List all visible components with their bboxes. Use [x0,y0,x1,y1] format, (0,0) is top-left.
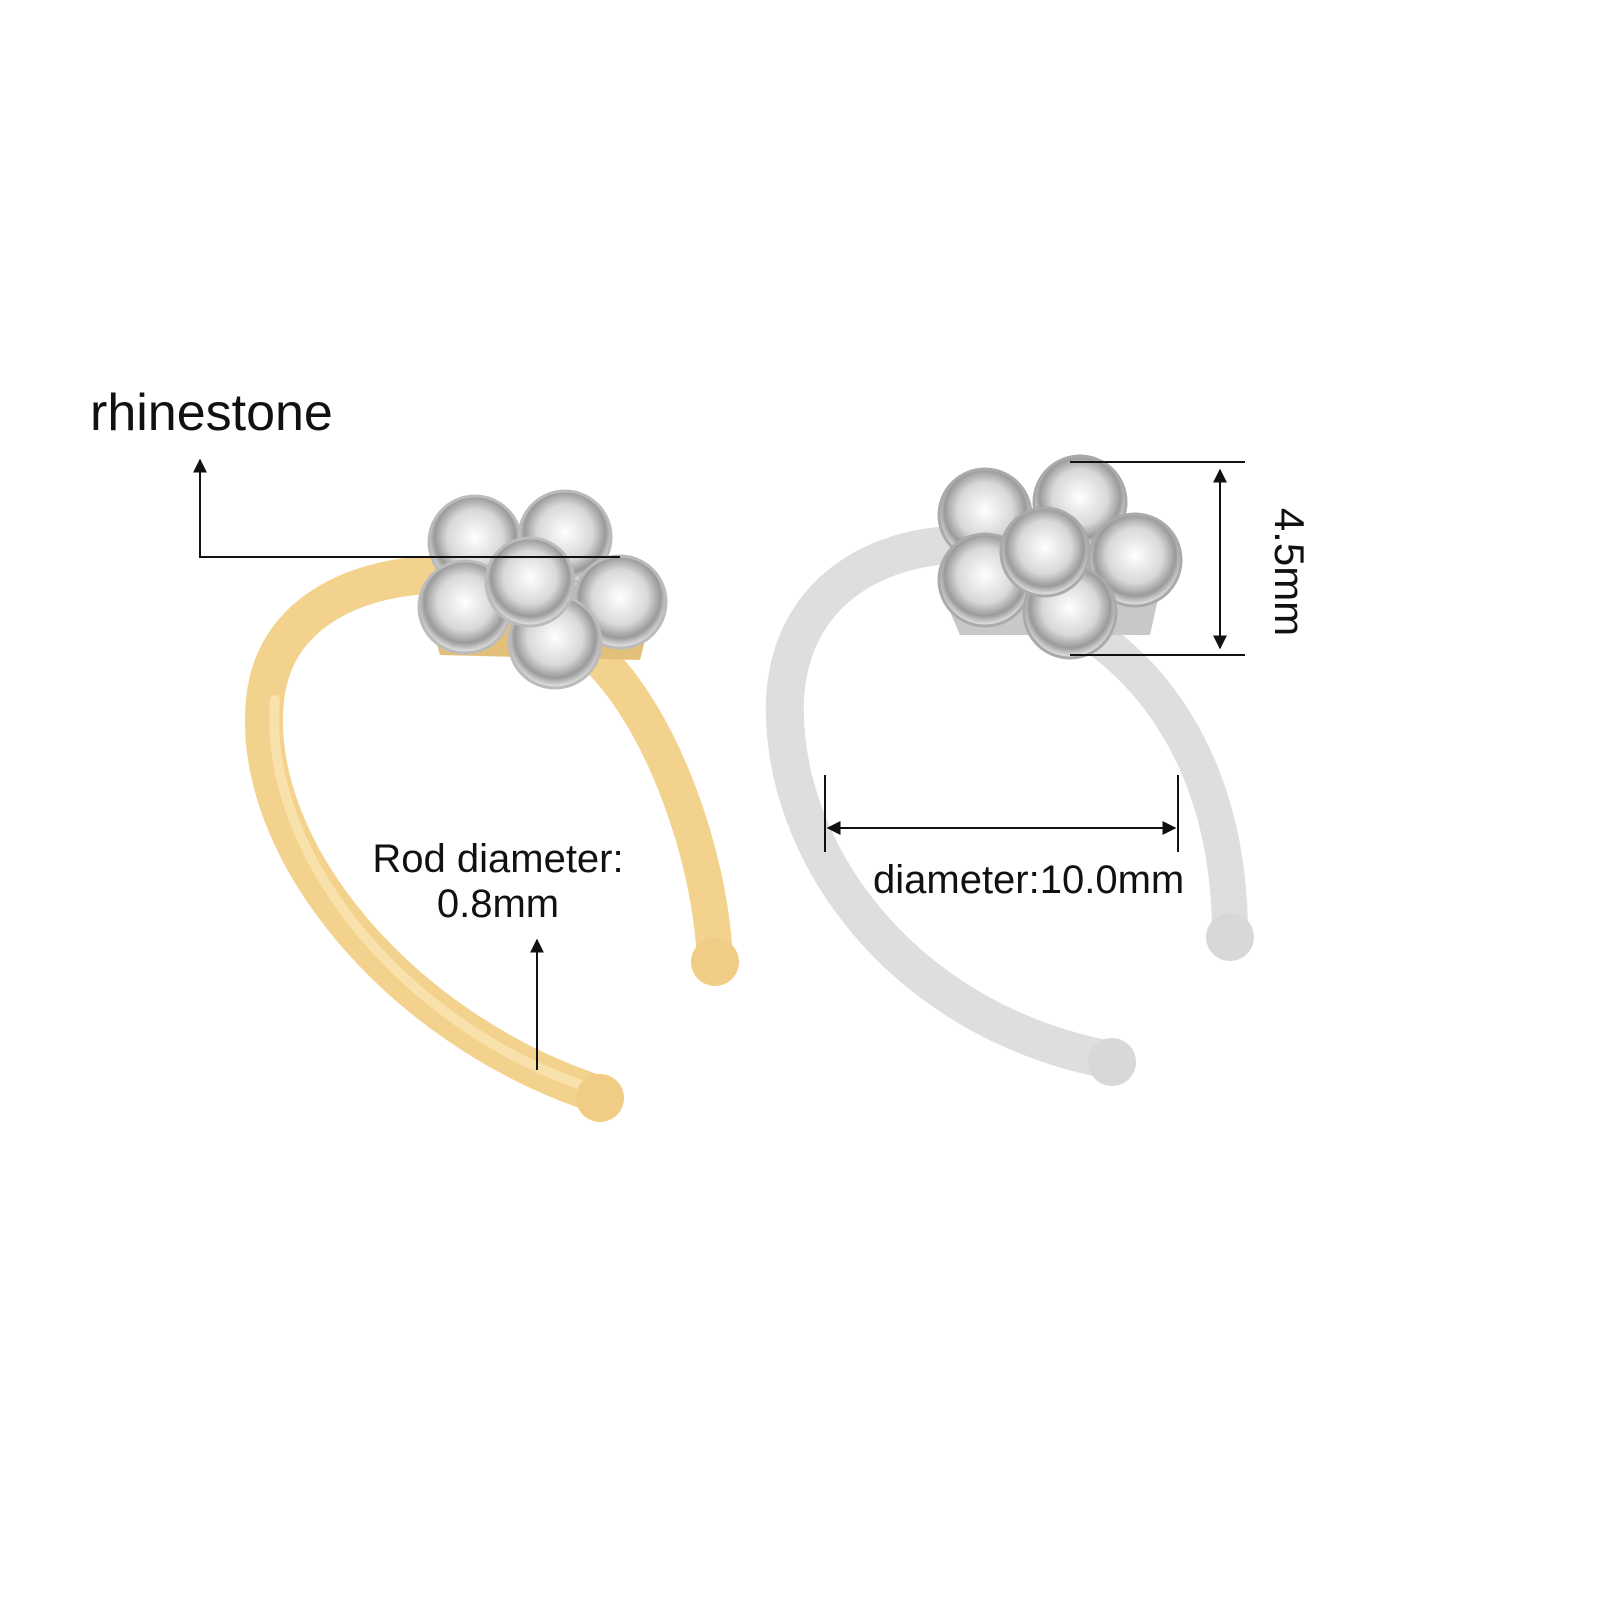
height-dimension [1070,461,1245,656]
rod-diameter-label: Rod diameter: [372,837,623,881]
rhinestone-flower [417,489,668,690]
rhinestone-label: rhinestone [90,384,333,442]
rod-diameter-value: 0.8mm [437,882,559,926]
rhinestone-flower [937,454,1183,660]
rhinestone-callout [193,458,620,558]
height-label: 4.5mm [1266,508,1313,636]
diameter-label: diameter:10.0mm [873,858,1184,902]
gold-ring [244,489,739,1122]
diameter-dimension [824,775,1179,852]
silver-ring [765,454,1254,1086]
